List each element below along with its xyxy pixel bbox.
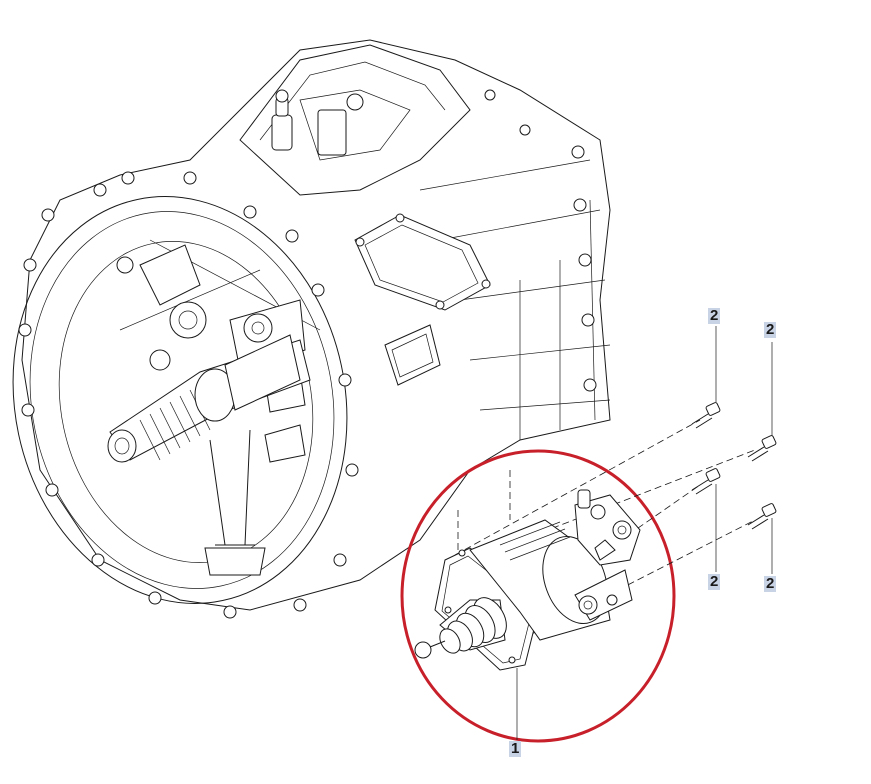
leader-lines xyxy=(516,326,773,740)
callout-part-1: 1 xyxy=(509,740,522,757)
callout-bolt-a: 2 xyxy=(708,307,721,324)
gearbox-housing-illustration xyxy=(12,39,611,619)
callout-bolt-d: 2 xyxy=(764,575,777,592)
callout-bolt-c: 2 xyxy=(708,573,721,590)
bolt-d-illustration xyxy=(747,503,777,530)
callout-bolt-b: 2 xyxy=(764,321,777,338)
bolt-c-illustration xyxy=(691,468,721,495)
clutch-servo-actuator-illustration xyxy=(414,489,641,671)
highlight-circle xyxy=(400,449,676,743)
bolt-b-illustration xyxy=(747,435,777,462)
bolt-a-illustration xyxy=(691,402,721,429)
bolt-illustration xyxy=(691,402,777,530)
